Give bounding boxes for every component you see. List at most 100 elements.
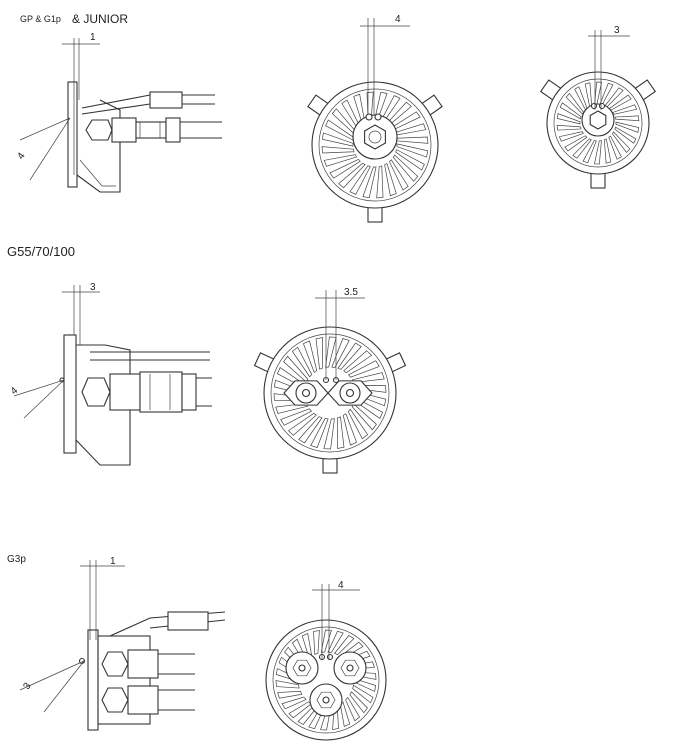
section-title-g55: G55/70/100 bbox=[7, 244, 75, 259]
disc-vane bbox=[337, 416, 345, 449]
nozzle-orifice bbox=[346, 664, 354, 672]
front-dim-1b-label: 3 bbox=[614, 25, 620, 36]
electrode-tip bbox=[365, 113, 373, 121]
disc-vane bbox=[315, 337, 323, 370]
nozzle-orifice bbox=[368, 130, 382, 144]
nozzle-orifice bbox=[301, 388, 311, 398]
disc-vane bbox=[614, 115, 640, 122]
disc-vane bbox=[337, 342, 362, 370]
disc-vane bbox=[611, 131, 631, 153]
disc-vane bbox=[345, 696, 361, 722]
disc-vane bbox=[572, 138, 592, 159]
section-title-g3p: G3p bbox=[7, 554, 26, 565]
disc-vane bbox=[338, 162, 366, 189]
disc-vane bbox=[362, 166, 377, 199]
disc-inner-ring bbox=[270, 333, 390, 453]
electrode-tip bbox=[326, 653, 334, 661]
side-view-1: 1 4 bbox=[15, 32, 222, 193]
disc-vane bbox=[376, 165, 384, 199]
disc-vane bbox=[310, 418, 329, 448]
disc-vane bbox=[615, 121, 640, 133]
disc-vane bbox=[556, 124, 582, 131]
disc-inner-ring bbox=[272, 626, 380, 734]
disc-vane bbox=[347, 408, 369, 440]
nozzle-hub bbox=[333, 651, 367, 685]
disc-vane bbox=[298, 416, 323, 444]
disc-vane bbox=[281, 696, 307, 710]
disc-inner-ring bbox=[553, 78, 643, 168]
disc-vane bbox=[277, 690, 303, 699]
side-view-3: 1 3 bbox=[19, 556, 226, 731]
disc-vane bbox=[348, 360, 380, 378]
disc-vane bbox=[556, 113, 581, 125]
disc-vane bbox=[558, 131, 584, 142]
front-view-1b bbox=[539, 71, 657, 189]
disc-vane bbox=[280, 408, 312, 426]
side-dim-3-label: 1 bbox=[110, 556, 116, 567]
side-angle-2-label: 4 bbox=[9, 385, 21, 397]
disc-vane bbox=[327, 630, 344, 653]
disc-vane bbox=[323, 418, 335, 450]
side-angle-1-label: 4 bbox=[15, 150, 27, 161]
disc-vane bbox=[612, 104, 638, 115]
front-view-2 bbox=[253, 326, 407, 474]
side-angle-3-label: 3 bbox=[21, 680, 33, 691]
disc-vane bbox=[329, 159, 361, 179]
nozzle-orifice bbox=[298, 664, 306, 672]
nozzle-hex bbox=[316, 691, 336, 709]
nozzle-orifice bbox=[345, 388, 355, 398]
section-g3p: G3p 1 3 4 bbox=[7, 554, 387, 741]
section-title-gp-g1p: GP & G1p bbox=[20, 14, 61, 24]
section-gp-g1p-junior: GP & G1p & JUNIOR 1 bbox=[15, 12, 657, 223]
nozzle-hub bbox=[309, 683, 343, 717]
disc-vane bbox=[288, 701, 312, 719]
disc-vane bbox=[342, 413, 358, 446]
disc-vane bbox=[313, 630, 320, 655]
disc-vane bbox=[582, 140, 597, 164]
nozzle-hub bbox=[339, 382, 361, 404]
section-title-junior: & JUNIOR bbox=[72, 12, 128, 26]
nozzle-orifice bbox=[322, 696, 330, 704]
electrode-tip bbox=[598, 102, 606, 110]
disc-vane bbox=[343, 350, 373, 374]
disc-vane bbox=[395, 149, 425, 171]
nozzle-hex bbox=[340, 659, 360, 677]
disc-vane bbox=[384, 162, 397, 197]
disc-outer-ring bbox=[265, 619, 387, 741]
disc-vane bbox=[323, 154, 358, 167]
side-dim-2-label: 3 bbox=[90, 282, 96, 293]
disc-vane bbox=[275, 680, 300, 689]
nozzle-hub bbox=[295, 382, 317, 404]
disc-vane bbox=[352, 684, 374, 704]
disc-vane bbox=[320, 629, 332, 653]
disc-vane bbox=[302, 340, 318, 373]
disc-vane bbox=[321, 146, 355, 154]
disc-vane bbox=[349, 691, 368, 714]
disc-inner-ring bbox=[318, 88, 432, 202]
nozzle-hex bbox=[364, 124, 386, 150]
front-view-1a bbox=[307, 81, 443, 223]
front-dim-1a-label: 4 bbox=[395, 14, 401, 25]
disc-vane bbox=[614, 126, 637, 144]
front-dim-2-label: 3.5 bbox=[344, 287, 358, 298]
nozzle-hex bbox=[292, 659, 312, 677]
disc-vane bbox=[564, 135, 588, 152]
disc-vane bbox=[351, 403, 377, 431]
disc-vane bbox=[603, 138, 612, 164]
disc-vane bbox=[287, 412, 317, 436]
disc-vane bbox=[334, 635, 355, 655]
electrode-tip bbox=[374, 113, 382, 121]
disc-vane bbox=[349, 165, 371, 195]
disc-vane bbox=[392, 154, 419, 182]
side-dim-1-label: 1 bbox=[90, 32, 96, 43]
nozzle-hub bbox=[285, 651, 319, 685]
disc-vane bbox=[559, 102, 582, 120]
nozzle-hex bbox=[589, 110, 607, 130]
front-dim-3-label: 4 bbox=[338, 580, 344, 591]
front-view-3 bbox=[265, 619, 387, 741]
electrode-tip bbox=[590, 102, 598, 110]
side-view-2: 3 4 bbox=[9, 282, 212, 466]
section-g55: G55/70/100 3 4 3.5 bbox=[7, 244, 407, 474]
disc-vane bbox=[291, 346, 313, 378]
disc-vane bbox=[396, 143, 429, 158]
